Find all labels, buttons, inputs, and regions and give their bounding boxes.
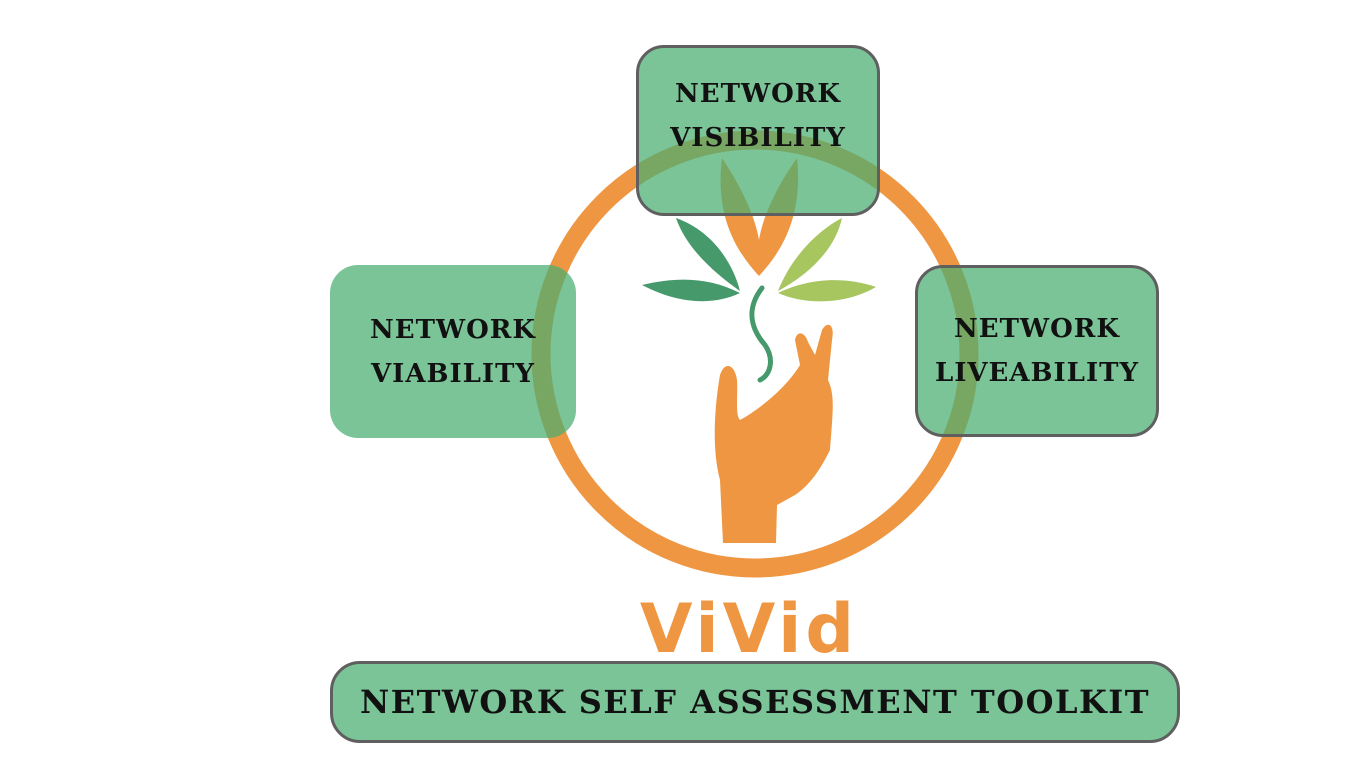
toolkit-banner[interactable]: NETWORK SELF ASSESSMENT TOOLKIT	[330, 661, 1180, 743]
box-label: VIABILITY	[370, 358, 535, 389]
box-label: NETWORK	[370, 314, 536, 345]
network-viability-box[interactable]: NETWORK VIABILITY	[330, 265, 576, 438]
network-visibility-box[interactable]: NETWORK VISIBILITY	[636, 45, 880, 216]
light-green-leaf-icon	[778, 280, 876, 302]
toolkit-label: NETWORK SELF ASSESSMENT TOOLKIT	[359, 683, 1151, 721]
hand-icon	[714, 324, 833, 543]
network-liveability-box[interactable]: NETWORK LIVEABILITY	[915, 265, 1159, 437]
box-label: VISIBILITY	[670, 122, 846, 153]
box-label: NETWORK	[954, 314, 1120, 344]
vivid-wordmark: ViVid	[640, 590, 858, 669]
box-label: NETWORK	[675, 78, 841, 109]
light-green-leaf-icon	[778, 218, 842, 291]
dark-green-leaf-icon	[676, 218, 740, 291]
stem-icon	[749, 285, 773, 383]
dark-green-leaf-icon	[642, 279, 740, 302]
box-label: LIVEABILITY	[934, 358, 1140, 388]
